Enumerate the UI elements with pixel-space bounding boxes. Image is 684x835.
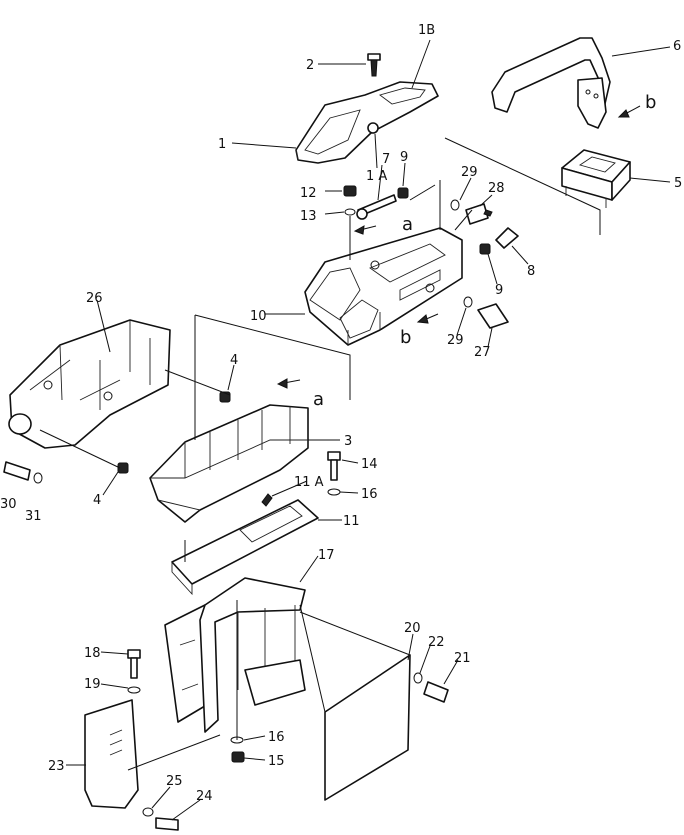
callout-1A: 1 A bbox=[366, 169, 387, 184]
callout-10: 10 bbox=[250, 309, 267, 324]
callout-4-lower: 4 bbox=[93, 493, 101, 508]
part-23-side-cover bbox=[84, 699, 139, 809]
callout-20: 20 bbox=[404, 621, 421, 636]
callout-30: 30 bbox=[0, 497, 17, 512]
part-11-plate bbox=[171, 499, 319, 596]
callout-23: 23 bbox=[48, 759, 65, 774]
hardware-group bbox=[3, 185, 519, 831]
callout-17: 17 bbox=[318, 548, 335, 563]
callout-25: 25 bbox=[166, 774, 183, 789]
view-mark-a-upper: a bbox=[402, 214, 413, 235]
callout-22: 22 bbox=[428, 635, 445, 650]
callout-26: 26 bbox=[86, 291, 103, 306]
part-26-side-housing bbox=[8, 319, 171, 449]
callout-4-upper: 4 bbox=[230, 353, 238, 368]
callout-5: 5 bbox=[674, 176, 682, 191]
callout-labels: 1 1 A 1B 2 3 4 4 5 6 7 8 9 9 10 11 11 A … bbox=[0, 23, 682, 804]
callout-13: 13 bbox=[300, 209, 317, 224]
part-17-stand-frame bbox=[164, 577, 306, 733]
callout-15: 15 bbox=[268, 754, 285, 769]
view-mark-b-lower: b bbox=[400, 327, 411, 348]
callout-11: 11 bbox=[343, 514, 360, 529]
callout-8: 8 bbox=[527, 264, 535, 279]
callout-9-upper: 9 bbox=[400, 150, 408, 165]
callout-19: 19 bbox=[84, 677, 101, 692]
callout-29-upper: 29 bbox=[461, 165, 478, 180]
part-20-panel bbox=[324, 654, 411, 801]
part-6-handle bbox=[491, 37, 611, 129]
part-2-screw bbox=[367, 53, 381, 77]
callout-6: 6 bbox=[673, 39, 681, 54]
callout-16-lower: 16 bbox=[268, 730, 285, 745]
callout-1: 1 bbox=[218, 137, 226, 152]
callout-29-lower: 29 bbox=[447, 333, 464, 348]
callout-16-upper: 16 bbox=[361, 487, 378, 502]
callout-2: 2 bbox=[306, 58, 314, 73]
leader-lines bbox=[66, 39, 671, 821]
callout-12: 12 bbox=[300, 186, 317, 201]
callout-21: 21 bbox=[454, 651, 471, 666]
part-3-lower-box bbox=[149, 404, 309, 523]
callout-28: 28 bbox=[488, 181, 505, 196]
view-mark-a-lower: a bbox=[313, 389, 324, 410]
callout-11A: 11 A bbox=[294, 475, 324, 490]
part-1-top-cover bbox=[295, 81, 439, 164]
callout-24: 24 bbox=[196, 789, 213, 804]
view-mark-b-upper: b bbox=[645, 92, 656, 113]
callout-27: 27 bbox=[474, 345, 491, 360]
assembly-lines bbox=[39, 105, 641, 771]
callout-7: 7 bbox=[382, 152, 390, 167]
callout-18: 18 bbox=[84, 646, 101, 661]
part-5-bracket bbox=[561, 149, 631, 208]
callout-14: 14 bbox=[361, 457, 378, 472]
callout-9-lower: 9 bbox=[495, 283, 503, 298]
callout-1B: 1B bbox=[418, 23, 435, 38]
part-10-upper-box bbox=[304, 227, 463, 346]
callout-31: 31 bbox=[25, 509, 42, 524]
callout-3: 3 bbox=[344, 434, 352, 449]
